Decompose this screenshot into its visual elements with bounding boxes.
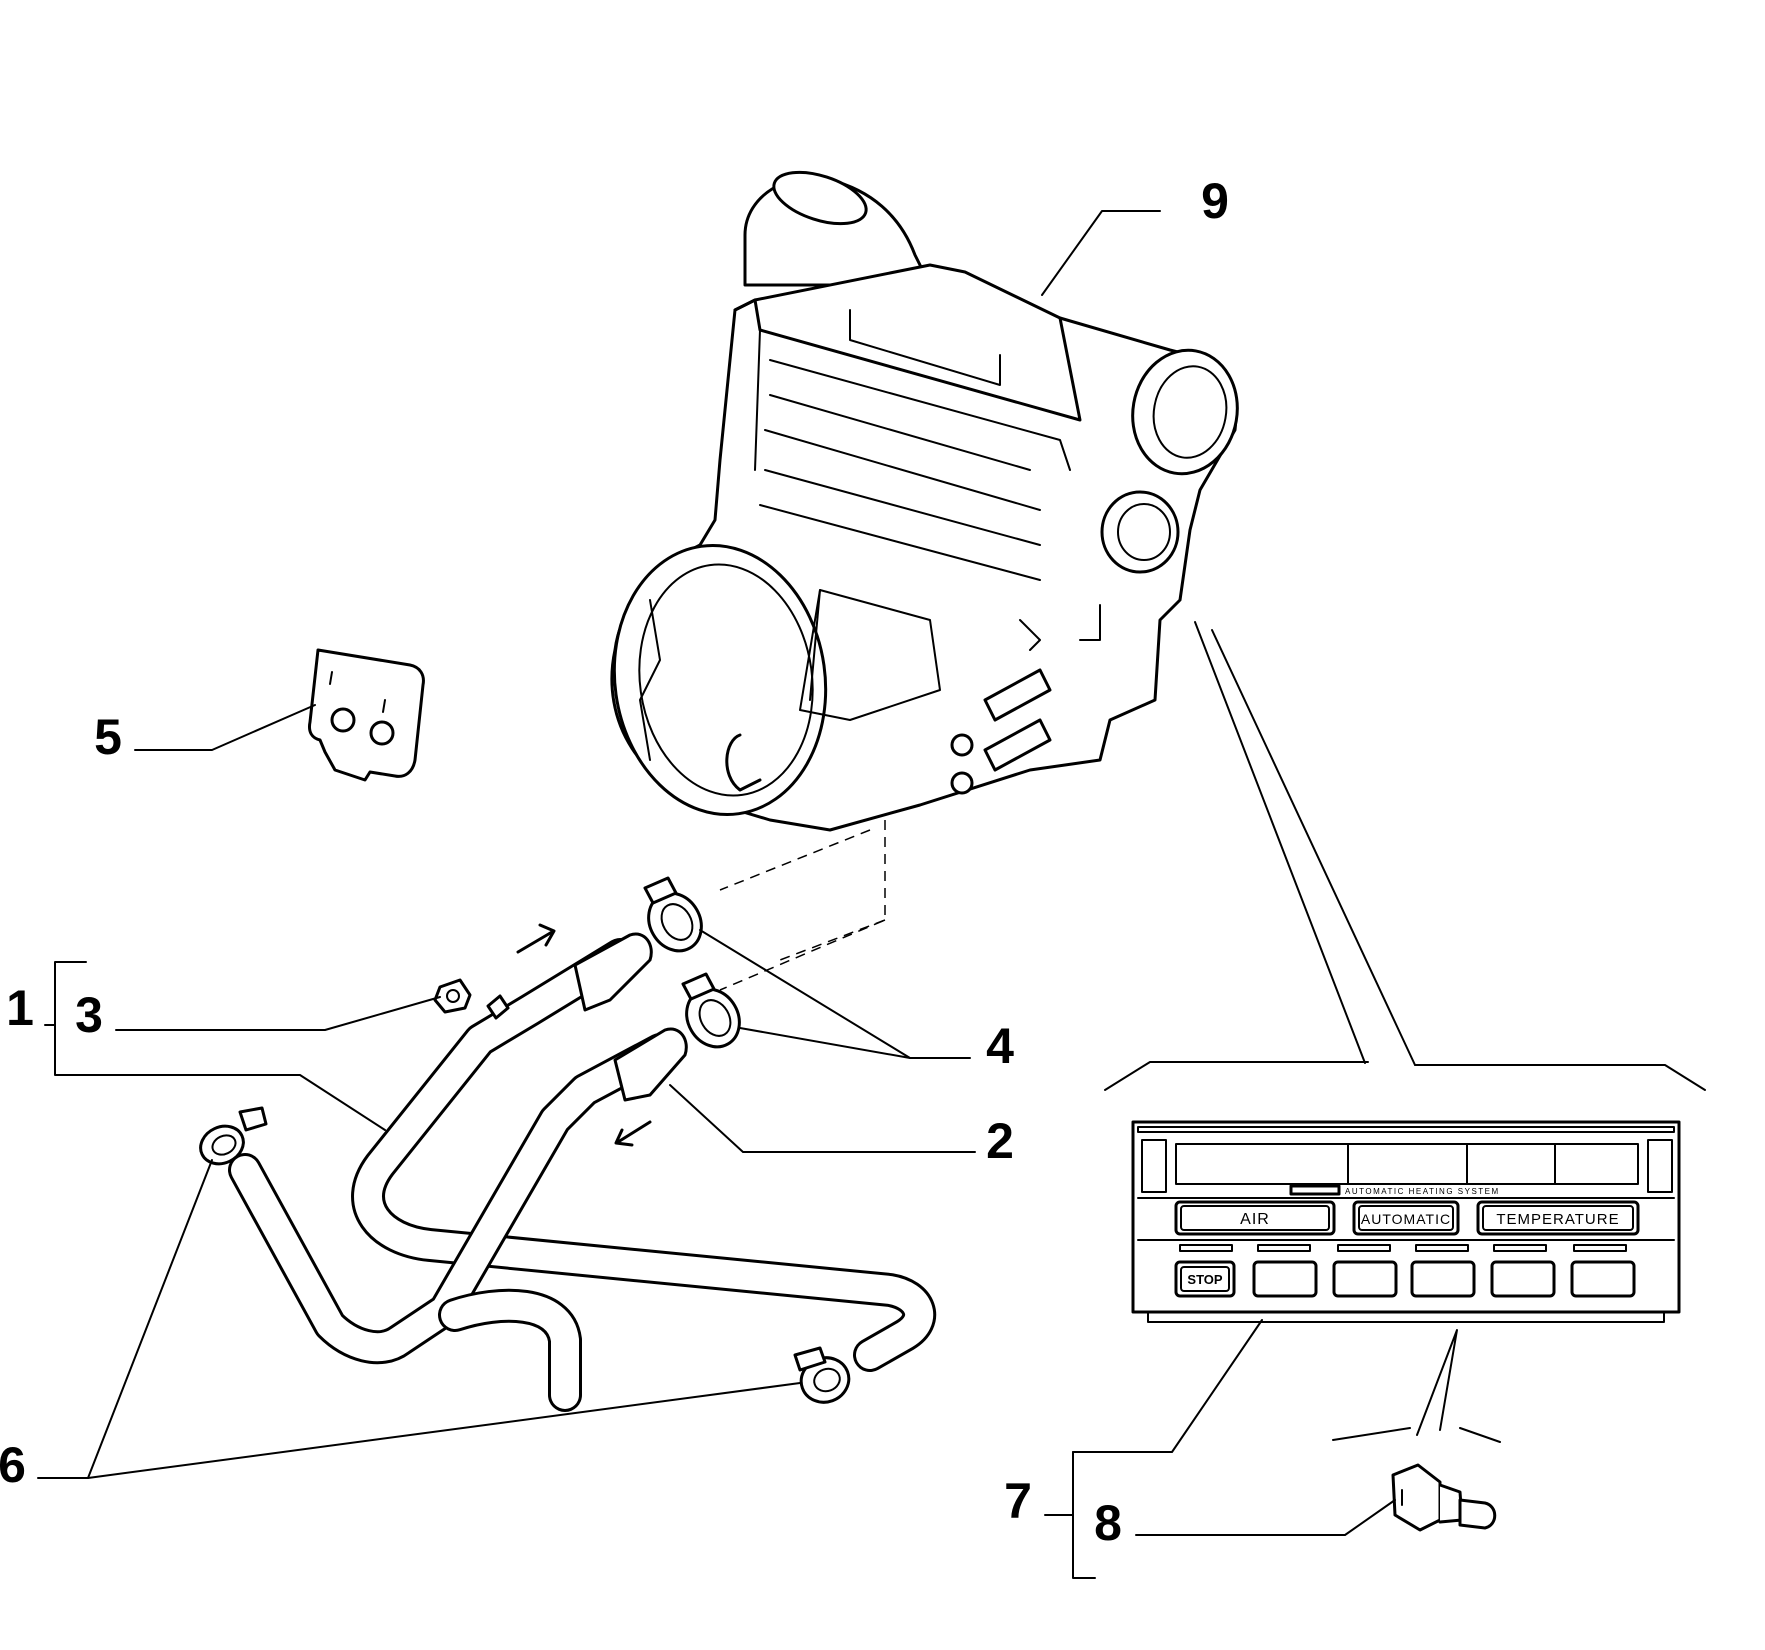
callout-8: 8 xyxy=(1094,1495,1122,1551)
callout-5: 5 xyxy=(94,709,122,765)
hose-clamps xyxy=(199,876,851,1404)
panel-header-text: AUTOMATIC HEATING SYSTEM xyxy=(1345,1187,1500,1196)
leader-lines xyxy=(37,210,1458,1579)
stop-button-label: STOP xyxy=(1187,1272,1222,1287)
callout-4: 4 xyxy=(986,1018,1014,1074)
climate-control-panel: AUTOMATIC HEATING SYSTEM AIR AUTOMATIC T… xyxy=(1104,1061,1706,1323)
callout-9: 9 xyxy=(1201,173,1229,229)
indicator-bulb xyxy=(1332,1427,1501,1532)
heater-housing-unit xyxy=(610,170,1239,832)
bleed-screw xyxy=(433,978,472,1014)
indicator-leds xyxy=(1179,1244,1627,1252)
callout-1: 1 xyxy=(6,980,34,1036)
callout-3: 3 xyxy=(75,987,103,1043)
heater-hoses xyxy=(228,923,937,1412)
projection-lines xyxy=(719,820,886,991)
gasket-plate xyxy=(308,648,425,782)
temperature-button-label: TEMPERATURE xyxy=(1496,1211,1619,1228)
automatic-button-label: AUTOMATIC xyxy=(1361,1211,1451,1227)
callout-6: 6 xyxy=(0,1437,26,1493)
callout-numbers: 9 5 1 3 4 2 6 7 8 xyxy=(0,173,1229,1551)
callout-7: 7 xyxy=(1004,1473,1032,1529)
air-button-label: AIR xyxy=(1240,1211,1270,1228)
callout-2: 2 xyxy=(986,1113,1014,1169)
